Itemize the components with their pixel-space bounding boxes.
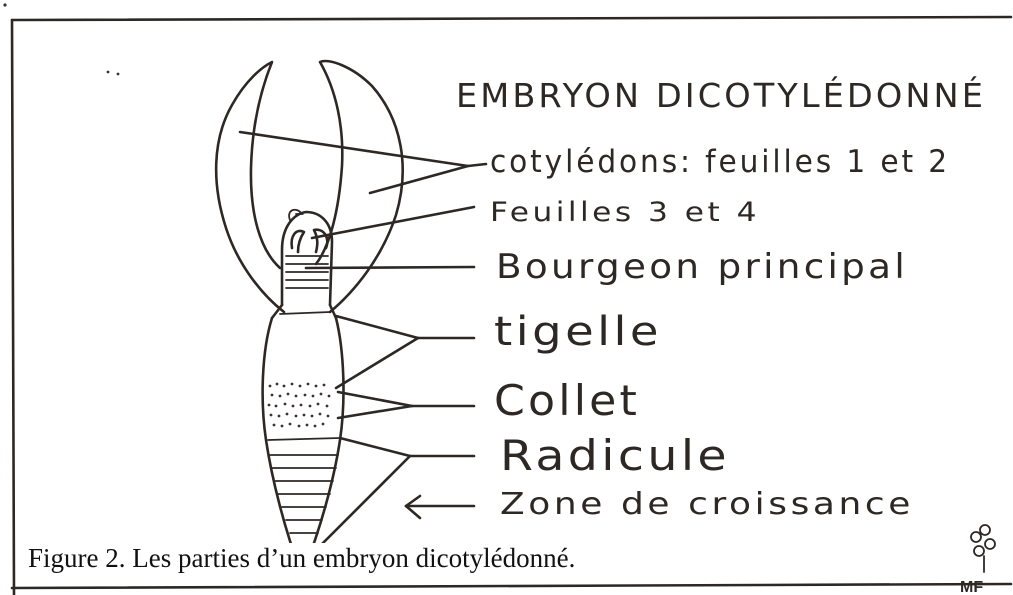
label-collet: Collet (494, 376, 640, 425)
lower-body (263, 318, 344, 570)
diagram-title: EMBRYON DICOTYLÉDONNÉ (456, 75, 986, 115)
cotyledon-left (216, 62, 284, 312)
label-growth-zone: Zone de croissance (500, 487, 914, 522)
label-tigelle: tigelle (494, 309, 662, 355)
label-cotyledons: cotylédons: feuilles 1 et 2 (490, 144, 950, 180)
figure-caption: Figure 2. Les parties d’un embryon dicot… (26, 543, 577, 574)
label-radicule: Radicule (500, 431, 730, 480)
label-main-bud: Bourgeon principal (496, 247, 908, 287)
label-leaves-3-4: Feuilles 3 et 4 (490, 197, 760, 228)
collet-stipple (268, 383, 331, 428)
main-bud (282, 210, 332, 305)
signature-initials: MF (960, 579, 983, 595)
